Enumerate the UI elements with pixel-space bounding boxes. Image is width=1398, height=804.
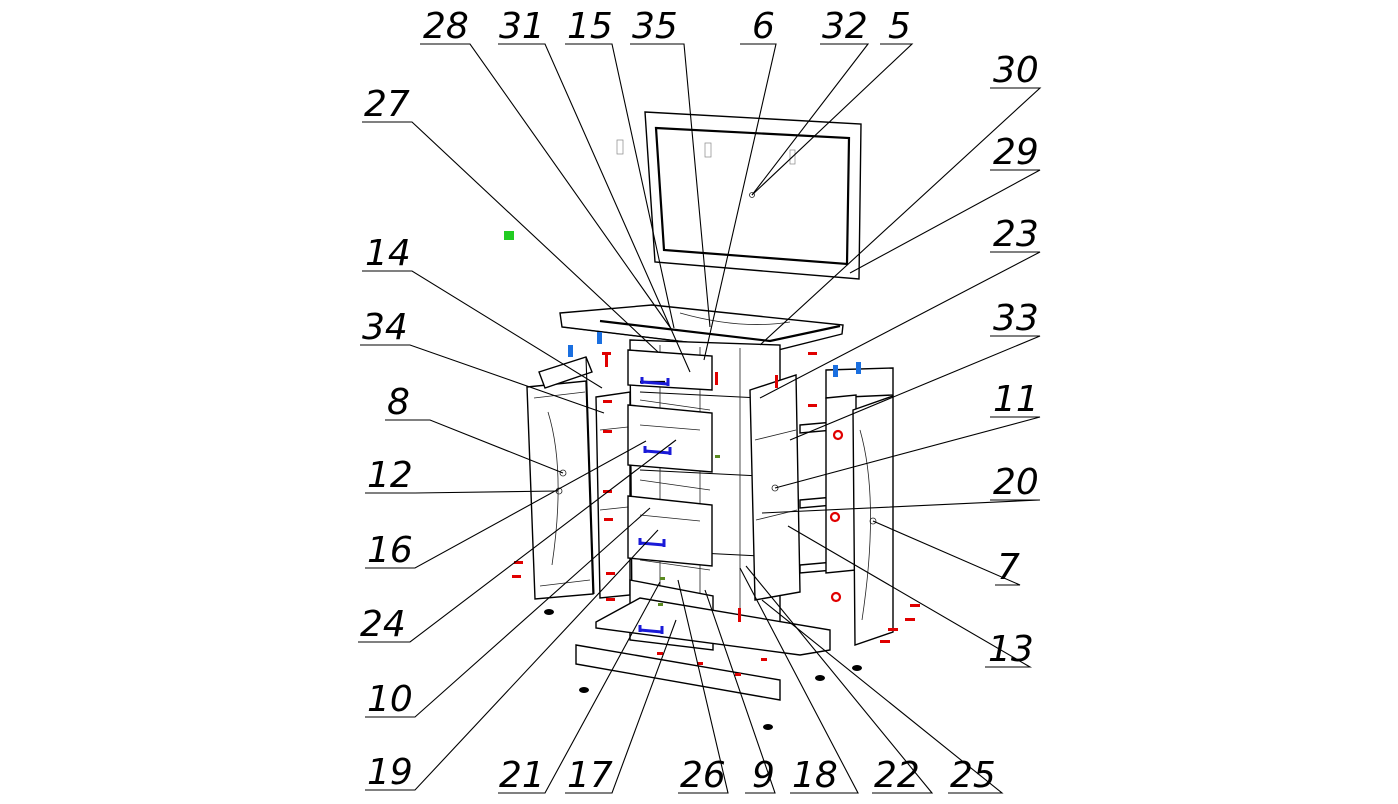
callout-28: 28 (423, 6, 469, 47)
plinth (575, 644, 781, 701)
feet (544, 609, 862, 730)
callout-32: 32 (822, 6, 868, 47)
cam-locks (829, 429, 844, 603)
callout-13: 13 (988, 629, 1034, 670)
clips (568, 332, 861, 377)
drawer-2 (627, 404, 713, 473)
mirror (616, 111, 862, 280)
callout-30: 30 (993, 50, 1039, 91)
drawer-3 (627, 495, 713, 567)
dowels (658, 455, 720, 606)
callout-21: 21 (499, 755, 545, 796)
fasteners (512, 352, 920, 676)
callout-6: 6 (752, 6, 775, 47)
callout-34: 34 (362, 307, 408, 348)
callout-14: 14 (365, 233, 411, 274)
callout-18: 18 (792, 755, 838, 796)
callout-24: 24 (360, 604, 406, 645)
callout-31: 31 (499, 6, 545, 47)
leader-lines (358, 43, 1042, 794)
callout-7: 7 (997, 547, 1020, 588)
callout-10: 10 (367, 679, 413, 720)
callout-11: 11 (993, 379, 1039, 420)
callout-labels: 28 31 15 35 6 32 5 30 27 29 23 14 33 34 … (360, 6, 1039, 796)
left-door (526, 356, 595, 600)
callout-20: 20 (993, 462, 1039, 503)
callout-16: 16 (367, 530, 413, 571)
callout-22: 22 (874, 755, 920, 796)
callout-23: 23 (993, 214, 1039, 255)
callout-19: 19 (367, 752, 413, 793)
right-door (852, 395, 894, 646)
callout-29: 29 (993, 132, 1039, 173)
callout-35: 35 (632, 6, 678, 47)
callout-27: 27 (364, 84, 410, 125)
callout-9: 9 (752, 755, 775, 796)
left-side-panel (595, 391, 631, 599)
callout-25: 25 (950, 755, 996, 796)
callout-5: 5 (888, 6, 911, 47)
callout-26: 26 (680, 755, 726, 796)
callout-17: 17 (567, 755, 613, 796)
marker-green (504, 231, 514, 240)
callout-12: 12 (367, 455, 413, 496)
bottom-panel (595, 597, 831, 656)
callout-15: 15 (567, 6, 613, 47)
callout-33: 33 (993, 298, 1039, 339)
callout-8: 8 (387, 382, 410, 423)
drawer-handles (638, 377, 672, 634)
right-side-panel (825, 367, 894, 574)
